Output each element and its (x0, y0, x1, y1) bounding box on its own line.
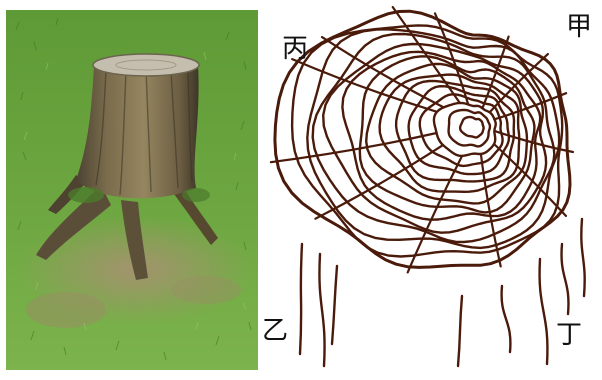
hanging-root (332, 266, 337, 344)
tree-rings-svg (262, 4, 602, 376)
growth-ring (460, 117, 484, 137)
label-yi: 乙 (262, 318, 288, 344)
label-bing: 丙 (282, 36, 308, 62)
hanging-root (319, 254, 324, 366)
hanging-root (458, 296, 462, 366)
tree-stump-photo (6, 10, 258, 370)
label-ding: 丁 (556, 322, 582, 348)
hanging-root (581, 219, 584, 296)
hanging-root (300, 244, 302, 354)
hanging-root (562, 244, 569, 314)
radial-crack (393, 7, 460, 103)
stump-illustration (6, 10, 258, 370)
label-jia: 甲 (566, 14, 592, 40)
hanging-root (540, 259, 548, 364)
hanging-root (502, 286, 511, 352)
stump-trunk (76, 65, 199, 198)
tree-ring-drawing (262, 4, 602, 376)
